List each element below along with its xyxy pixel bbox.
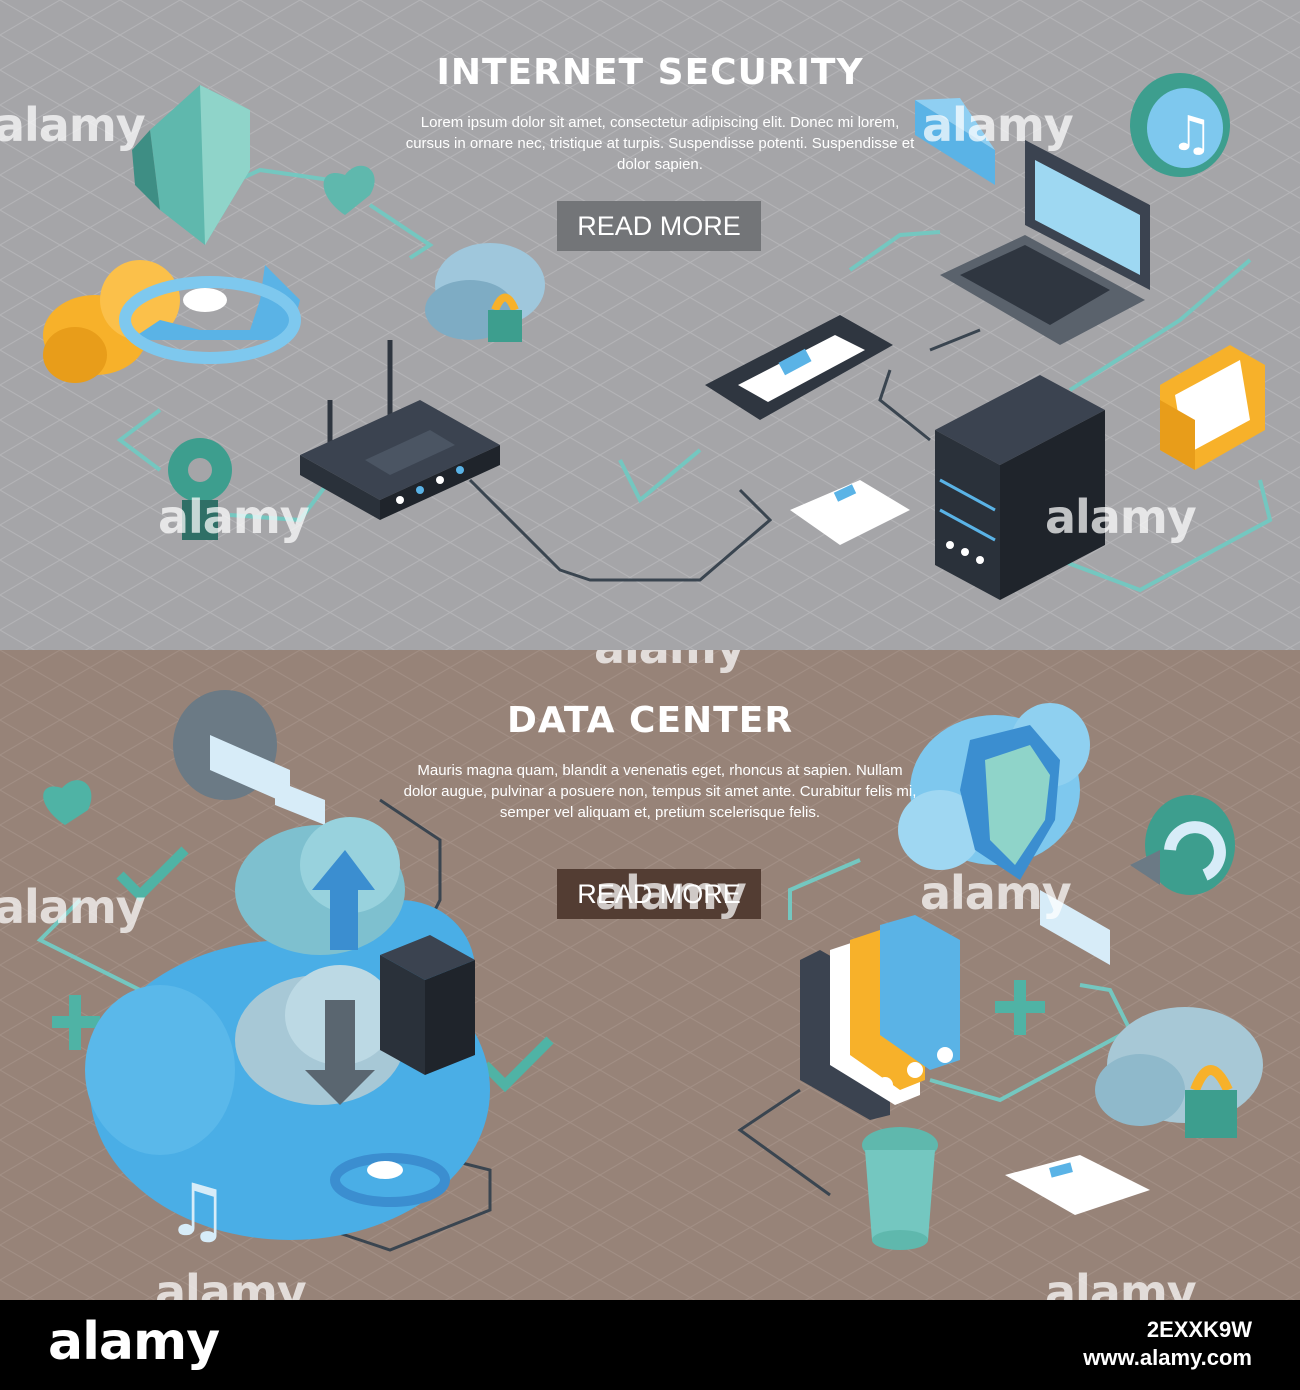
image-credit: 2EXXK9W www.alamy.com <box>1083 1316 1252 1372</box>
data-center-banner: ♫ <box>0 650 1300 1300</box>
alamy-logo: alamy <box>48 1312 220 1372</box>
watermark: alamy <box>155 1265 307 1300</box>
shield-icon <box>132 85 250 245</box>
cloud-upload-icon <box>235 817 405 955</box>
music-icon: ♫ <box>165 1168 230 1252</box>
internet-security-banner: ♫ INTERNET SECURITY Lorem ipsum dolor si… <box>0 0 1300 650</box>
plus-icon <box>52 995 100 1050</box>
smartphone-icon <box>705 315 893 420</box>
banner-description: Lorem ipsum dolor sit amet, consectetur … <box>405 114 915 173</box>
read-more-button[interactable]: READ MORE <box>557 869 761 919</box>
laptop-icon <box>940 140 1150 345</box>
mail-icon <box>173 690 325 825</box>
watermark: alamy <box>0 98 146 152</box>
watermark: alamy <box>1045 1265 1197 1300</box>
music-icon: ♫ <box>1130 73 1230 177</box>
gear-icon <box>168 438 232 540</box>
watermark: alamy <box>922 98 1074 152</box>
heart-icon <box>323 165 375 215</box>
banner-description: Mauris magna quam, blandit a venenatis e… <box>403 762 917 821</box>
router-icon <box>300 340 500 520</box>
plus-icon <box>995 980 1045 1035</box>
watermark: alamy <box>158 490 310 544</box>
document-icon <box>1005 1155 1150 1215</box>
server-icon <box>935 375 1105 600</box>
binders-icon <box>800 915 960 1120</box>
svg-text:♫: ♫ <box>165 1168 230 1252</box>
watermark: alamy <box>595 866 747 920</box>
cable-lines <box>468 328 981 582</box>
heart-icon <box>43 780 92 825</box>
site-url: www.alamy.com <box>1083 1345 1252 1370</box>
folder-icon <box>1160 345 1265 470</box>
watermark: alamy <box>0 880 146 934</box>
document-icon <box>790 480 910 545</box>
svg-text:♫: ♫ <box>1170 106 1213 162</box>
mail-icon <box>1040 890 1110 965</box>
data-center-illustration: ♫ <box>36 690 1263 1252</box>
refresh-icon <box>1130 795 1235 895</box>
mail-icon <box>915 98 995 185</box>
check-icon <box>116 846 189 903</box>
watermark: alamy <box>1045 490 1197 544</box>
internet-security-illustration: ♫ <box>43 73 1273 600</box>
cloud-lock-icon <box>1095 1007 1263 1138</box>
image-id: 2EXXK9W <box>1146 1317 1252 1342</box>
watermark: alamy <box>920 866 1072 920</box>
cloud-download-icon <box>235 965 405 1105</box>
watermark-footer: alamy 2EXXK9W www.alamy.com <box>0 1300 1300 1390</box>
wifi-icon <box>119 265 301 364</box>
server-icon <box>380 935 475 1075</box>
cloud-shield-icon <box>898 703 1090 880</box>
trash-icon <box>862 1127 938 1250</box>
wifi-icon <box>330 1153 450 1207</box>
watermark: alamy <box>594 650 746 674</box>
section-title: DATA CENTER <box>506 700 794 741</box>
page-title: INTERNET SECURITY <box>436 52 864 93</box>
read-more-button[interactable]: READ MORE <box>557 201 761 251</box>
check-icon <box>481 1036 554 1093</box>
cloud-lock-icon <box>425 243 545 342</box>
